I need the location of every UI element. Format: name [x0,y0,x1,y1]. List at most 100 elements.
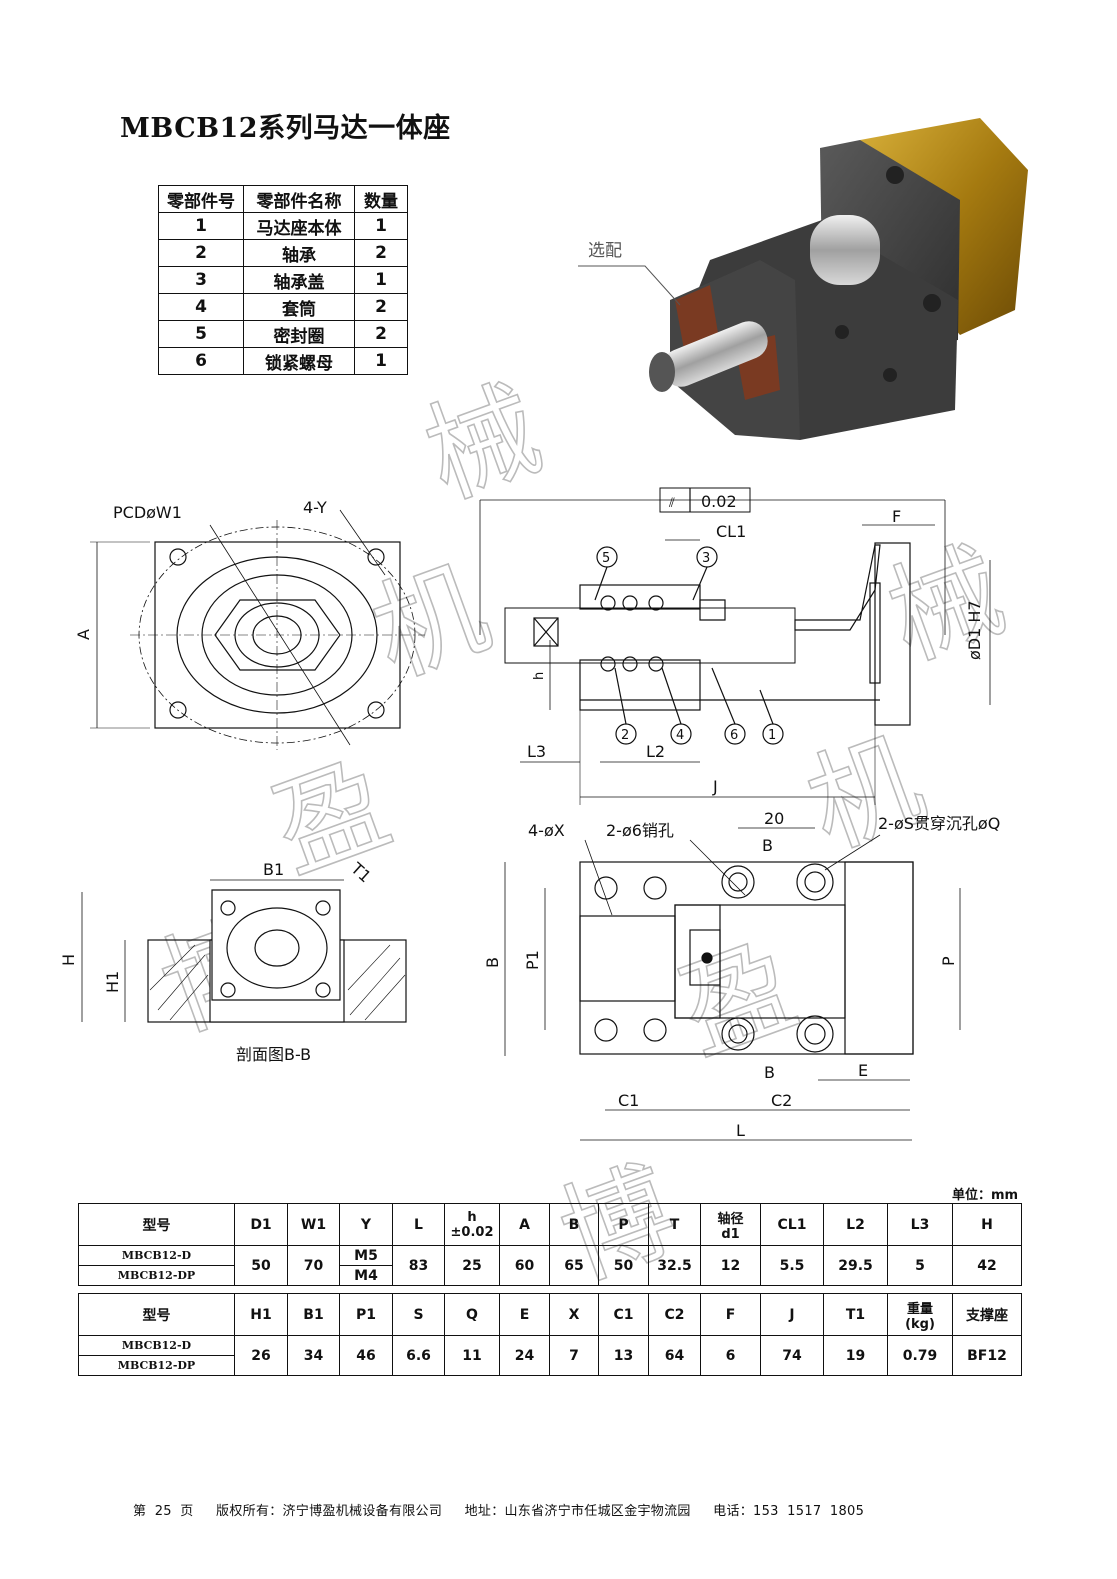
label-p1: P1 [523,950,542,970]
spec1-value: 83 [392,1245,445,1286]
label-4x: 4-øX [528,821,565,840]
label-h1: H1 [103,971,122,993]
label-b: B [483,957,502,968]
part-qty: 2 [354,320,408,348]
spec2-model: MBCB12-D [78,1335,235,1356]
parts-header-name: 零部件名称 [243,185,355,213]
label-pcd: PCDøW1 [113,503,182,522]
part-name: 轴承盖 [243,266,355,294]
spec1-y: M4 [339,1265,393,1286]
spec1-header: D1 [234,1203,288,1246]
spec1-header: Y [339,1203,393,1246]
balloon-6: 6 [730,728,738,743]
spec2-value: 64 [648,1335,701,1376]
spec1-header: CL1 [760,1203,824,1246]
balloon-1: 1 [768,728,776,743]
balloon-2: 2 [621,728,629,743]
spec1-header: H [952,1203,1022,1246]
label-h: H [59,954,78,966]
label-l: L [736,1121,745,1140]
side-section-view [479,487,991,805]
spec2-header: C2 [648,1293,701,1336]
part-name: 锁紧螺母 [243,347,355,375]
label-t1: T1 [347,858,375,886]
spec2-header: F [700,1293,761,1336]
section-label: 剖面图B-B [236,1045,311,1064]
spec2-header: 支撑座 [952,1293,1022,1336]
label-b-small-2: B [764,1063,775,1082]
balloon-3: 3 [702,551,710,566]
spec2-value: 74 [760,1335,824,1376]
spec1-value: 5.5 [760,1245,824,1286]
spec2-header: X [549,1293,599,1336]
label-l3: L3 [527,742,546,761]
spec1-header: 型号 [78,1203,235,1246]
page-title: MBCB12系列马达一体座 [120,113,451,144]
front-view [90,509,425,750]
spec1-model: MBCB12-D [78,1245,235,1266]
spec2-header: 型号 [78,1293,235,1336]
footer-address: 地址：山东省济宁市任城区金宇物流园 [464,1504,691,1519]
spec1-header: L [392,1203,445,1246]
parts-header-no: 零部件号 [158,185,244,213]
part-no: 2 [158,239,244,267]
part-name: 马达座本体 [243,212,355,240]
section-bb-view [81,879,407,1023]
spec-table-2: 型号 H1 B1 P1 S Q E X C1 C2 F J T1 重量 (kg)… [78,1293,1022,1376]
spec2-header: 重量 (kg) [887,1293,953,1336]
coupling [810,215,880,285]
part-qty: 2 [354,293,408,321]
product-render: 选配 [578,118,1028,440]
unit-label: 单位：mm [952,1188,1019,1203]
spec1-value: 32.5 [648,1245,701,1286]
footer: 第 25 页 版权所有：济宁博盈机械设备有限公司 地址：山东省济宁市任城区金宇物… [133,1500,878,1519]
spec2-header: B1 [287,1293,340,1336]
label-20: 20 [764,809,784,828]
spec2-value: 6 [700,1335,761,1376]
spec2-header: J [760,1293,824,1336]
spec1-value: 60 [499,1245,550,1286]
spec1-header: L3 [887,1203,953,1246]
spec1-header: L2 [823,1203,888,1246]
spec1-value: 5 [887,1245,953,1286]
spec1-header: A [499,1203,550,1246]
parts-header-qty: 数量 [354,185,408,213]
balloon-5: 5 [602,551,610,566]
spec2-header: H1 [234,1293,288,1336]
spec2-value: 46 [339,1335,393,1376]
spec2-value: 34 [287,1335,340,1376]
spec1-header: B [549,1203,599,1246]
label-f: F [892,507,901,526]
label-h-small: h [532,672,547,680]
spec2-value: 0.79 [887,1335,953,1376]
spec2-header: P1 [339,1293,393,1336]
footer-phone: 电话：153 1517 1805 [713,1504,865,1519]
label-4y: 4-Y [303,498,327,517]
label-c2: C2 [771,1091,792,1110]
spec2-model: MBCB12-DP [78,1355,235,1376]
label-j: J [712,777,718,796]
spec2-value: 7 [549,1335,599,1376]
spec1-y: M5 [339,1245,393,1266]
label-pin-holes: 2-ø6销孔 [606,821,674,840]
spec1-value: 50 [234,1245,288,1286]
label-a: A [74,629,93,640]
spec1-header: W1 [287,1203,340,1246]
spec1-value: 42 [952,1245,1022,1286]
label-c1: C1 [618,1091,639,1110]
spec1-value: 50 [598,1245,649,1286]
photo-callout: 选配 [588,241,622,261]
spec1-value: 12 [700,1245,761,1286]
spec1-value: 70 [287,1245,340,1286]
top-view [504,827,961,1141]
label-e: E [858,1061,868,1080]
part-name: 轴承 [243,239,355,267]
spec2-value: 13 [598,1335,649,1376]
spec1-value: 29.5 [823,1245,888,1286]
balloon-4: 4 [676,728,684,743]
part-qty: 1 [354,347,408,375]
